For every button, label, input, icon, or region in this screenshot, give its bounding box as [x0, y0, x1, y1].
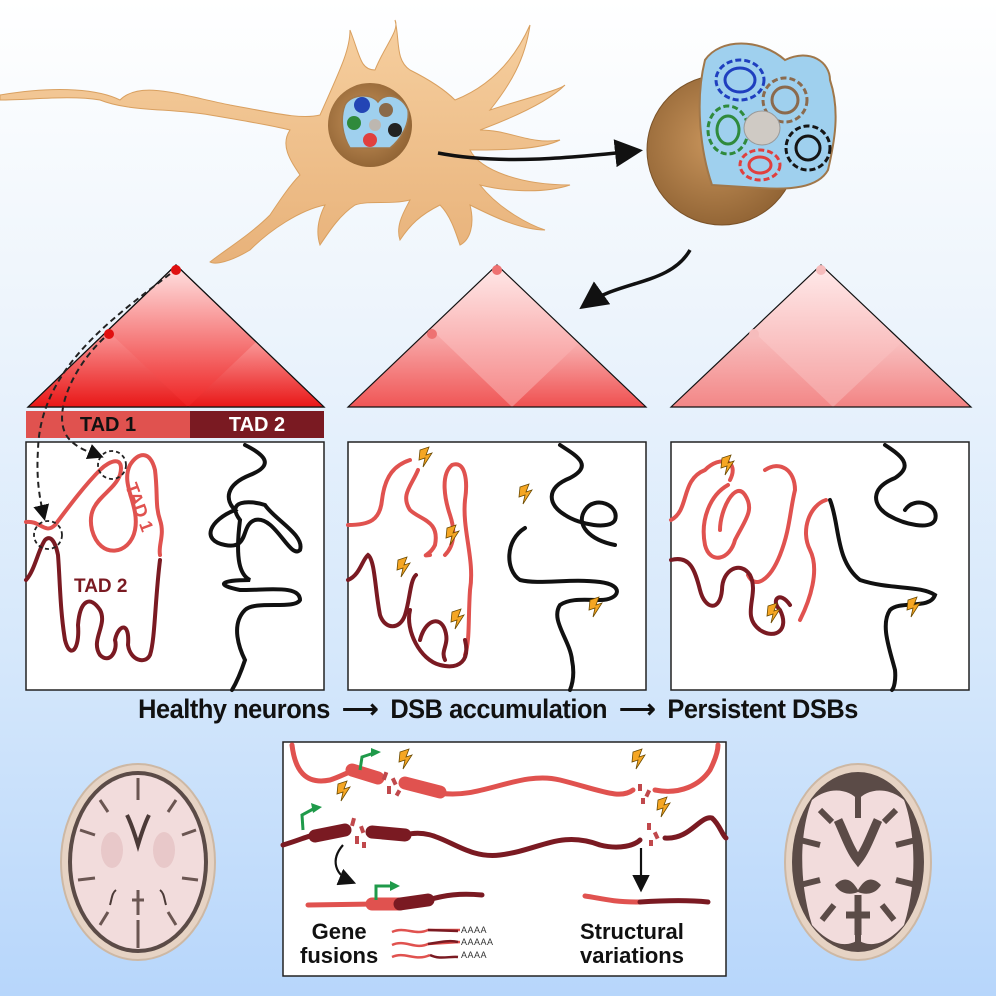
chromosome-territory-red — [738, 148, 782, 182]
tad2-label: TAD 2 — [228, 414, 286, 436]
fusion-strands — [280, 742, 729, 911]
loop-anchor-circle-1 — [97, 450, 127, 480]
tad1-label: TAD 1 — [79, 414, 137, 436]
progression-arrow-1 — [437, 139, 643, 168]
progression-arrow-2 — [579, 249, 692, 310]
polya-tail-1: AAAA — [461, 925, 488, 935]
stage-arrow-icon: ⟶ — [619, 694, 656, 724]
chromosome-territory-brown — [761, 76, 809, 124]
panel-dsb-accumulation — [347, 441, 647, 691]
tad2-annotation: TAD 2 — [74, 576, 128, 597]
hic-map-persistent — [669, 264, 973, 408]
chromatin-dsb-accumulation — [346, 443, 619, 692]
gene-fusions-label: Gene fusions — [300, 920, 378, 968]
chromosome-territory-black — [784, 124, 832, 172]
promoter-arrows — [300, 748, 400, 900]
break-fragments — [350, 771, 660, 848]
stage-progression: Healthy neurons ⟶ DSB accumulation ⟶ Per… — [30, 694, 966, 725]
stage-arrow-icon: ⟶ — [342, 694, 379, 724]
outcome-panel — [282, 741, 727, 977]
stage-persistent-dsbs: Persistent DSBs — [667, 694, 858, 724]
hic-map-healthy — [26, 264, 326, 408]
gene-fusions-line2: fusions — [300, 943, 379, 968]
contact-dot-outer — [171, 265, 181, 275]
chromatin-persistent-dsbs — [669, 443, 938, 692]
healthy-brain — [60, 763, 216, 961]
loop-anchor-circle-2 — [33, 520, 63, 550]
structural-line1: Structural — [580, 919, 684, 944]
tad2-bar — [190, 411, 324, 438]
polya-tail-3: AAAA — [461, 950, 488, 960]
hic-map-dsb — [346, 264, 648, 408]
fusion-transcripts — [391, 928, 461, 959]
panel-persistent-dsbs — [670, 441, 970, 691]
fusion-outcome-arrow — [334, 844, 357, 886]
tad1-bar — [26, 411, 190, 438]
gene-fusions-line1: Gene — [311, 919, 367, 944]
neuron-illustration — [0, 19, 571, 264]
nucleus-zoom — [646, 42, 837, 226]
contact-dot-inner — [104, 329, 114, 339]
structural-line2: variations — [580, 943, 684, 968]
stage-dsb-accumulation: DSB accumulation — [390, 694, 608, 724]
chromatin-healthy — [24, 443, 303, 692]
atrophied-brain — [784, 763, 932, 961]
chromosome-territory-blue — [714, 58, 766, 102]
nucleolus — [743, 110, 781, 146]
contact-link-arrow-outer — [33, 273, 171, 521]
panel-healthy — [25, 441, 325, 691]
contact-link-arrow-inner — [61, 337, 105, 459]
structural-variations-label: Structural variations — [580, 920, 684, 968]
stage-healthy-neurons: Healthy neurons — [138, 694, 330, 724]
polya-tail-2: AAAAA — [461, 937, 494, 947]
